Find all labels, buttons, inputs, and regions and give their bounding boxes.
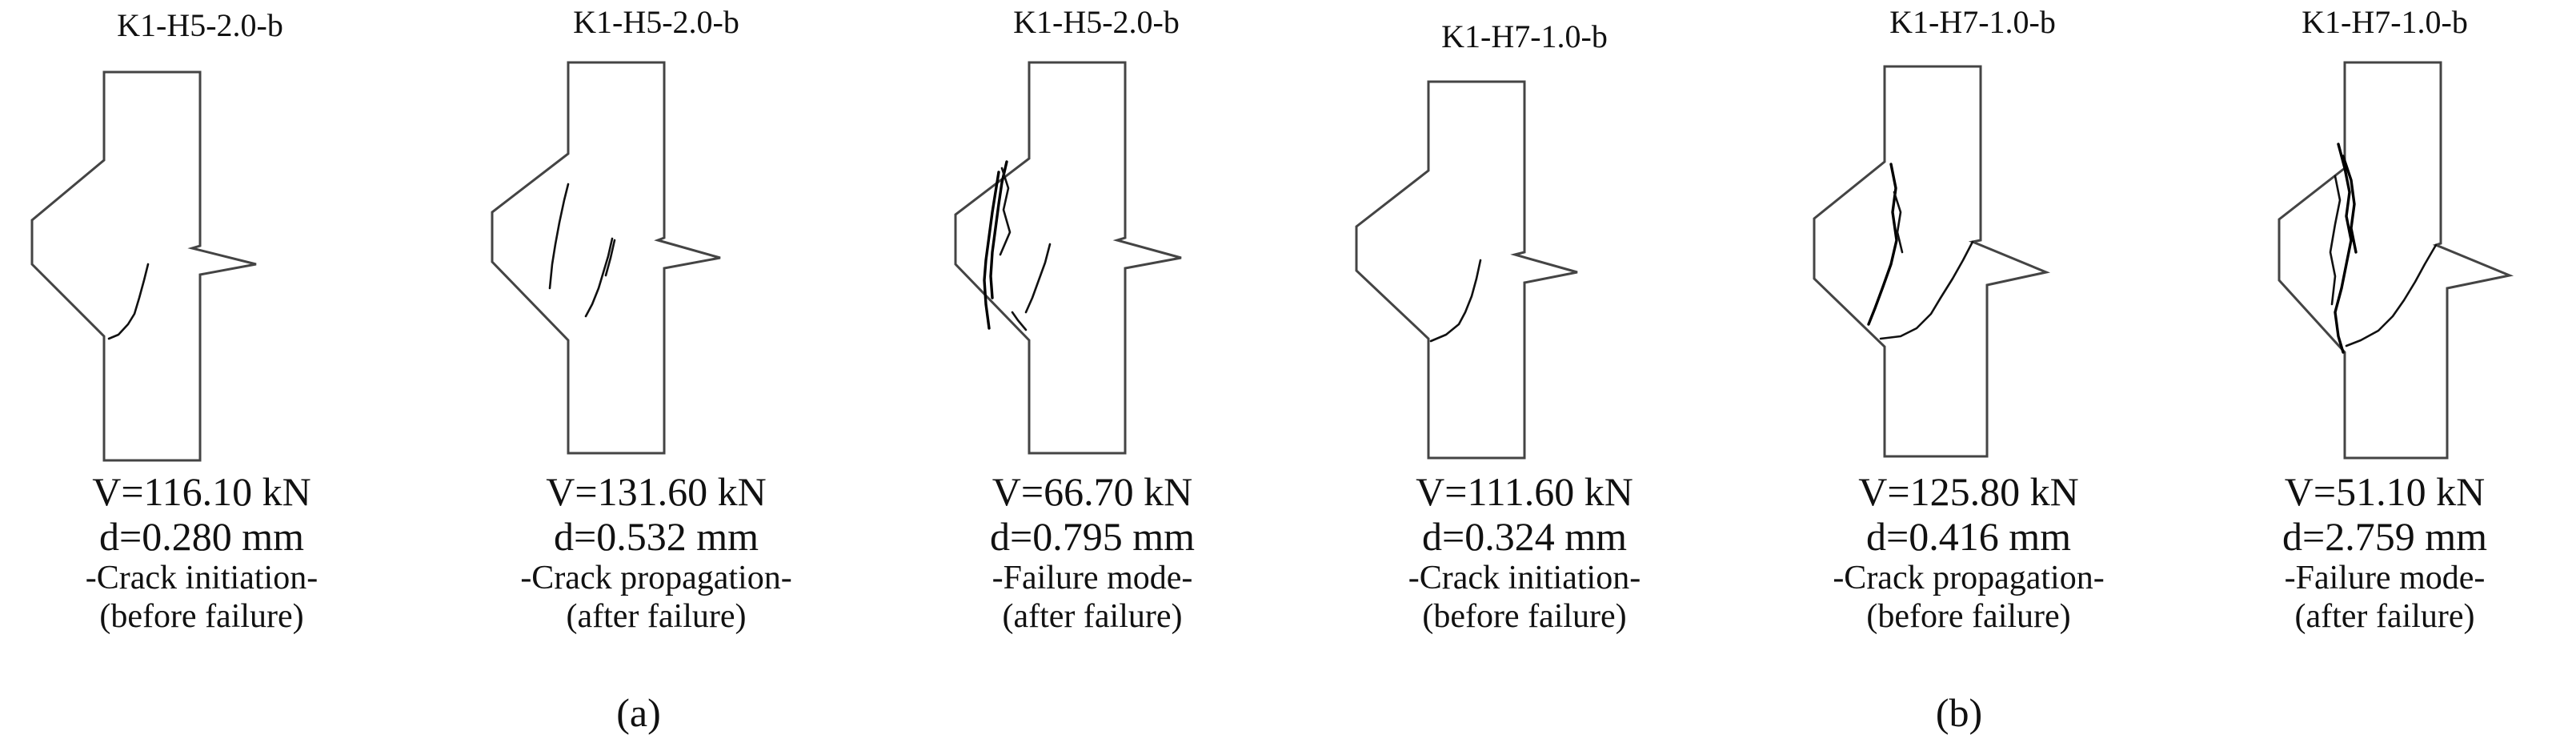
displacement-value: d=0.532 mm xyxy=(554,514,759,559)
panel-title: K1-H5-2.0-b xyxy=(573,4,739,40)
panel-1: K1-H5-2.0-b V=116.10 kN d=0.280 mm -Crac… xyxy=(0,0,416,747)
panel-caption: V=131.60 kN d=0.532 mm -Crack propagatio… xyxy=(448,469,864,636)
specimen-drawing xyxy=(30,70,257,462)
status-label: (before failure) xyxy=(1422,598,1627,635)
crack-line xyxy=(983,171,1000,330)
group-label-b: (b) xyxy=(1935,690,1983,735)
crack-line xyxy=(1011,311,1028,331)
crack-line xyxy=(2342,155,2358,254)
stage-label: -Crack initiation- xyxy=(85,560,318,596)
specimen-outline xyxy=(954,61,1182,455)
panel-3: K1-H5-2.0-b V=66.70 kN d=0.795 mm -Failu… xyxy=(880,0,1296,747)
specimen-outline xyxy=(1813,65,2051,458)
crack-line xyxy=(604,239,616,277)
panel-caption: V=51.10 kN d=2.759 mm -Failure mode- (af… xyxy=(2177,469,2576,636)
crack-line xyxy=(584,237,614,318)
crack-line xyxy=(1024,243,1052,314)
status-label: (before failure) xyxy=(1866,598,2071,635)
crack-line xyxy=(1879,240,1974,340)
specimen-drawing xyxy=(954,61,1182,455)
specimen-outline xyxy=(30,70,257,462)
displacement-value: d=0.416 mm xyxy=(1866,514,2071,559)
shear-force-value: V=131.60 kN xyxy=(546,469,767,514)
status-label: (after failure) xyxy=(1002,598,1183,635)
shear-force-value: V=111.60 kN xyxy=(1416,469,1633,514)
stage-label: -Crack initiation- xyxy=(1408,560,1641,596)
shear-force-value: V=125.80 kN xyxy=(1858,469,2079,514)
displacement-value: d=2.759 mm xyxy=(2282,514,2487,559)
panel-2: K1-H5-2.0-b V=131.60 kN d=0.532 mm -Crac… xyxy=(448,0,864,747)
stage-label: -Crack propagation- xyxy=(1833,560,2105,596)
panel-caption: V=111.60 kN d=0.324 mm -Crack initiation… xyxy=(1316,469,1733,636)
displacement-value: d=0.280 mm xyxy=(99,514,304,559)
specimen-drawing xyxy=(491,61,721,455)
specimen-outline xyxy=(1355,80,1578,460)
crack-line xyxy=(1429,259,1482,343)
crack-line xyxy=(2329,175,2342,306)
panel-title: K1-H7-1.0-b xyxy=(1889,4,2056,40)
panel-caption: V=66.70 kN d=0.795 mm -Failure mode- (af… xyxy=(884,469,1300,636)
crack-line xyxy=(2334,143,2353,354)
specimen-outline xyxy=(491,61,721,455)
crack-line xyxy=(548,183,570,290)
crack-line xyxy=(2345,243,2438,347)
panel-6: K1-H7-1.0-b V=51.10 kN d=2.759 mm -Failu… xyxy=(2161,0,2576,747)
displacement-value: d=0.795 mm xyxy=(990,514,1195,559)
shear-force-value: V=66.70 kN xyxy=(992,469,1193,514)
panel-title: K1-H5-2.0-b xyxy=(1013,4,1180,40)
panel-5: K1-H7-1.0-b V=125.80 kN d=0.416 mm -Crac… xyxy=(1757,0,2173,747)
crack-line xyxy=(989,160,1008,299)
displacement-value: d=0.324 mm xyxy=(1422,514,1627,559)
status-label: (after failure) xyxy=(566,598,747,635)
specimen-drawing xyxy=(1355,80,1578,460)
shear-force-value: V=116.10 kN xyxy=(92,469,311,514)
stage-label: -Crack propagation- xyxy=(520,560,792,596)
crack-line xyxy=(999,167,1012,256)
stage-label: -Failure mode- xyxy=(992,560,1193,596)
specimen-drawing xyxy=(2278,61,2514,460)
specimen-outline xyxy=(2278,61,2514,460)
status-label: (after failure) xyxy=(2294,598,2475,635)
group-label-a: (a) xyxy=(616,690,661,735)
status-label: (before failure) xyxy=(99,598,304,635)
stage-label: -Failure mode- xyxy=(2284,560,2486,596)
panel-caption: V=125.80 kN d=0.416 mm -Crack propagatio… xyxy=(1761,469,2177,636)
panel-title: K1-H7-1.0-b xyxy=(1441,18,1608,54)
panel-4: K1-H7-1.0-b V=111.60 kN d=0.324 mm -Crac… xyxy=(1316,0,1733,747)
shear-force-value: V=51.10 kN xyxy=(2284,469,2486,514)
panel-title: K1-H7-1.0-b xyxy=(2302,4,2468,40)
crack-line xyxy=(107,263,150,340)
panel-caption: V=116.10 kN d=0.280 mm -Crack initiation… xyxy=(0,469,410,636)
crack-line xyxy=(1893,191,1904,254)
crack-line xyxy=(1867,163,1898,326)
panel-title: K1-H5-2.0-b xyxy=(117,7,283,43)
specimen-drawing xyxy=(1813,65,2051,458)
